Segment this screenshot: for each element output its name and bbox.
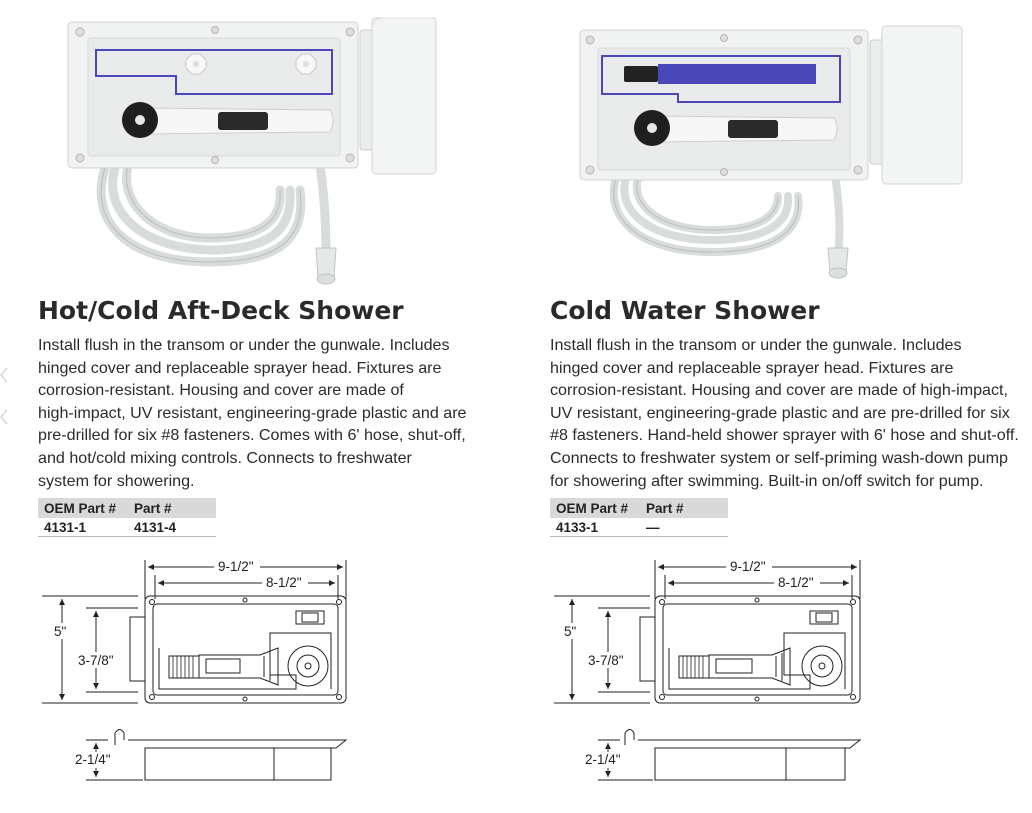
description-line: UV resistant, engineering-grade plastic … [550, 403, 1010, 422]
dimension-inner-height: 3-7/8" [588, 653, 624, 668]
description-line: hinged cover and replaceable sprayer hea… [38, 358, 442, 377]
description-line: high-impact, UV resistant, engineering-g… [38, 403, 467, 422]
dimension-inner-height: 3-7/8" [78, 653, 114, 668]
table-cell: 4131-1 [38, 518, 128, 537]
column-header: Part # [128, 498, 216, 518]
description-line: system for showering. [38, 471, 195, 490]
dimension-inner-width: 8-1/2" [778, 575, 814, 590]
table-cell: — [640, 518, 728, 537]
product-card-hot-cold: Hot/Cold Aft-Deck Shower Install flush i… [0, 0, 500, 813]
description-line: and hot/cold mixing controls. Connects t… [38, 448, 412, 467]
dimension-height: 5" [564, 624, 577, 639]
table-row: 4131-1 4131-4 [38, 518, 216, 537]
description-line: corrosion-resistant. Housing and cover a… [550, 381, 1008, 400]
description-line: pre-drilled for six #8 fasteners. Comes … [38, 426, 466, 445]
dimension-height: 5" [54, 624, 67, 639]
column-header: OEM Part # [550, 498, 640, 518]
product-card-cold-water: Cold Water Shower Install flush in the t… [512, 0, 1032, 813]
dimension-depth: 2-1/4" [75, 752, 111, 767]
product-title: Hot/Cold Aft-Deck Shower [38, 296, 404, 325]
dimension-depth: 2-1/4" [585, 752, 621, 767]
table-row: 4133-1 — [550, 518, 728, 537]
product-title: Cold Water Shower [550, 296, 820, 325]
description-line: corrosion-resistant. Housing and cover a… [38, 381, 404, 400]
table-cell: 4131-4 [128, 518, 216, 537]
description-line: for showering after swimming. Built-in o… [550, 471, 984, 490]
part-number-table: OEM Part # Part # 4131-1 4131-4 [38, 498, 216, 537]
cold-water-shower-photo [579, 25, 963, 279]
dimension-drawing: 9-1/2" 8-1/2" 5" 3-7/8" 2-1/4" [554, 559, 862, 781]
description-line: #8 fasteners. Hand-held shower sprayer w… [550, 426, 1019, 445]
product-description: Install flush in the transom or under th… [38, 334, 467, 492]
dimension-inner-width: 8-1/2" [266, 575, 302, 590]
table-header-row: OEM Part # Part # [38, 498, 216, 518]
table-cell: 4133-1 [550, 518, 640, 537]
dimension-drawing: 9-1/2" 8-1/2" 5" 3-7/8" 2-1/4" [42, 559, 348, 781]
page-edge-arrows [0, 367, 8, 425]
description-line: Install flush in the transom or under th… [550, 336, 962, 354]
dimension-outer-width: 9-1/2" [218, 559, 254, 574]
column-header: Part # [640, 498, 728, 518]
description-line: Install flush in the transom or under th… [38, 336, 450, 354]
hot-cold-shower-photo [67, 17, 437, 285]
table-header-row: OEM Part # Part # [550, 498, 728, 518]
dimension-outer-width: 9-1/2" [730, 559, 766, 574]
part-number-table: OEM Part # Part # 4133-1 — [550, 498, 728, 537]
product-description: Install flush in the transom or under th… [550, 334, 1019, 492]
description-line: hinged cover and replaceable sprayer hea… [550, 358, 954, 377]
description-line: Connects to freshwater system or self-pr… [550, 448, 1008, 467]
column-header: OEM Part # [38, 498, 128, 518]
